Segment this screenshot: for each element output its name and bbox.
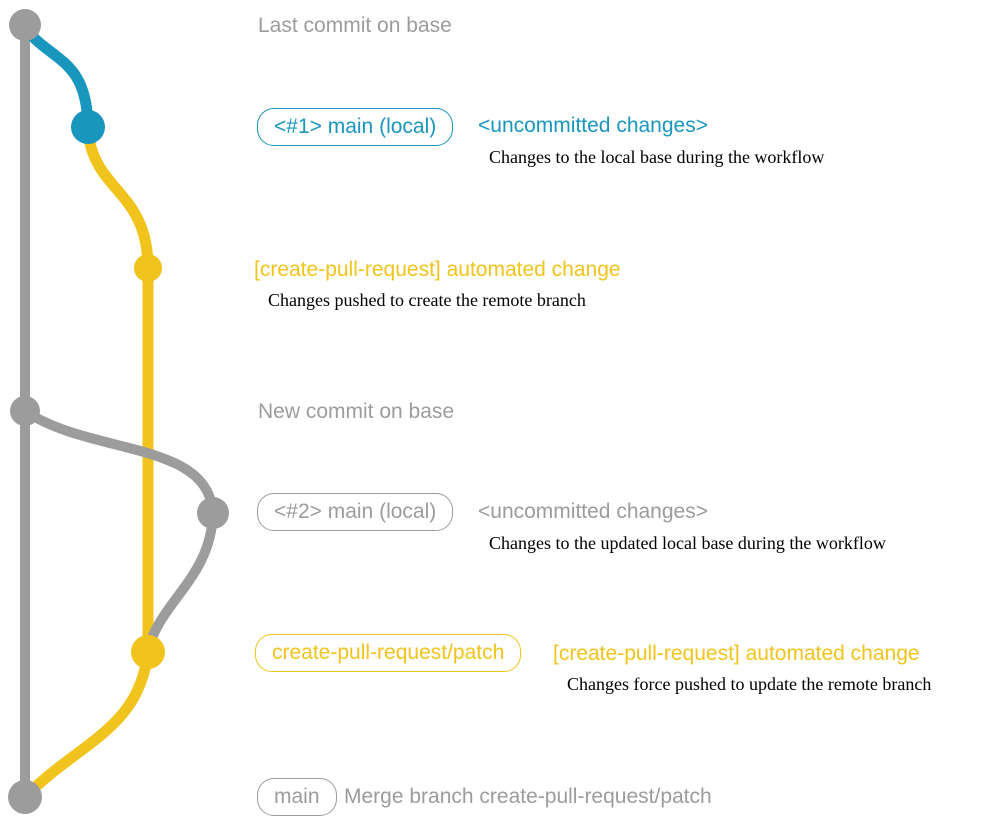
commit-dot-local-main-2 bbox=[197, 497, 229, 529]
patch-branch-curve-top bbox=[82, 124, 154, 274]
rebase-line bbox=[144, 508, 218, 652]
label-automated-change-2: [create-pull-request] automated change bbox=[553, 642, 920, 665]
desc-automated-change-2: Changes force pushed to update the remot… bbox=[567, 674, 932, 694]
desc-automated-change-1: Changes pushed to create the remote bran… bbox=[268, 290, 586, 310]
branch-badge-main-local-1: <#1> main (local) bbox=[257, 108, 454, 146]
branch-badge-create-pull-request-patch: create-pull-request/patch bbox=[255, 634, 522, 672]
label-uncommitted-changes-1: <uncommitted changes> bbox=[478, 114, 708, 137]
commit-dot-last-base bbox=[9, 9, 41, 41]
desc-uncommitted-changes-1: Changes to the local base during the wor… bbox=[489, 147, 825, 167]
commit-dot-automated-change-2 bbox=[131, 635, 165, 669]
desc-uncommitted-changes-2: Changes to the updated local base during… bbox=[489, 533, 886, 553]
commit-dot-merge bbox=[8, 780, 42, 814]
commit-dot-automated-change-1 bbox=[134, 254, 162, 282]
label-new-commit-on-base: New commit on base bbox=[258, 400, 455, 423]
commit-dot-new-base bbox=[10, 396, 40, 426]
commit-dot-local-main-1 bbox=[71, 110, 105, 144]
branch-badge-main-local-2: <#2> main (local) bbox=[257, 493, 454, 531]
updated-local-main-line bbox=[20, 406, 218, 518]
branch-badge-main: main bbox=[257, 778, 337, 816]
label-merge-branch: Merge branch create-pull-request/patch bbox=[344, 785, 712, 808]
patch-merge-curve bbox=[21, 644, 154, 801]
label-automated-change-1: [create-pull-request] automated change bbox=[254, 258, 621, 281]
local-main-branch-line bbox=[19, 22, 94, 131]
label-last-commit-on-base: Last commit on base bbox=[258, 14, 452, 37]
label-uncommitted-changes-2: <uncommitted changes> bbox=[478, 500, 708, 523]
